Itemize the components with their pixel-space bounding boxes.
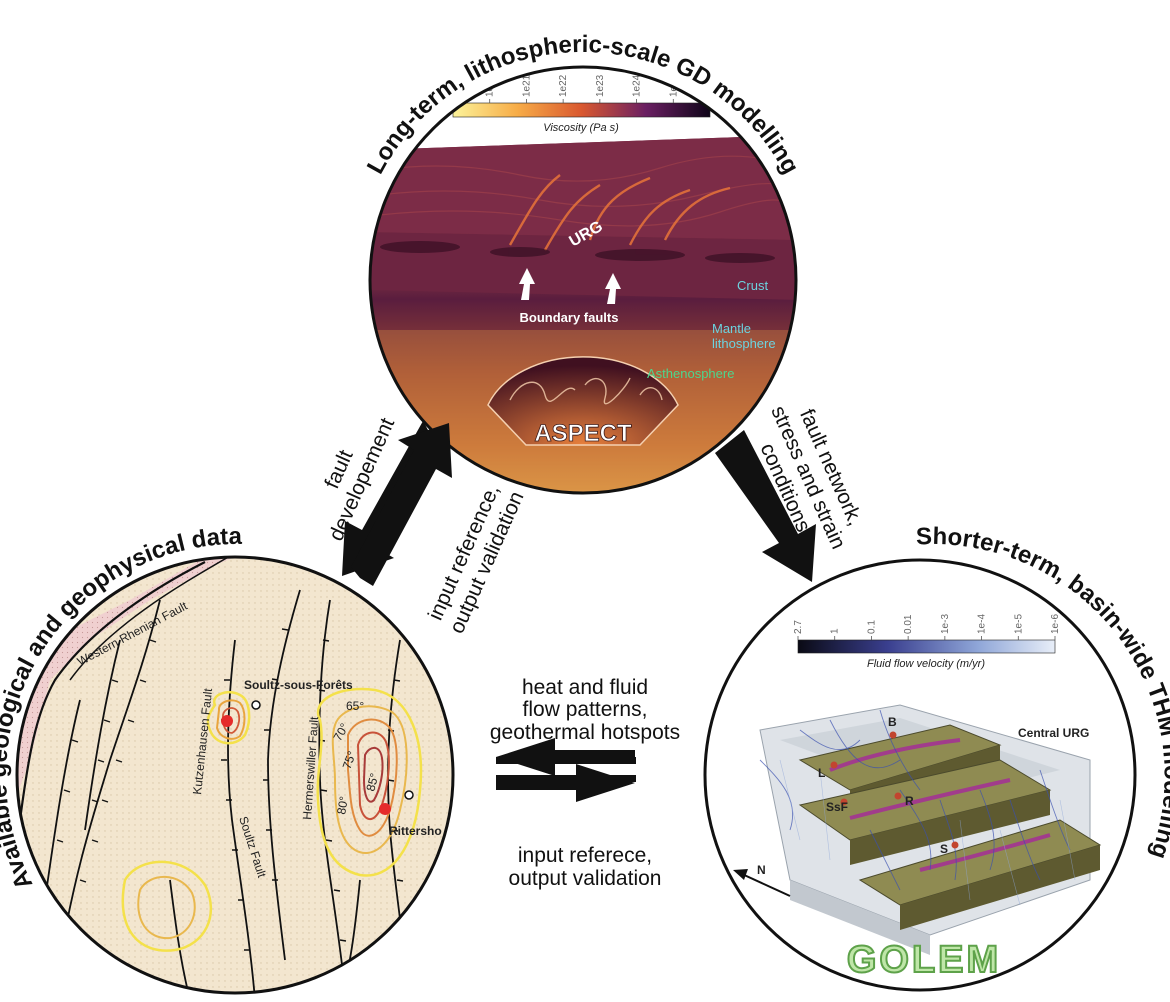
svg-text:input referece,: input referece,	[518, 844, 652, 867]
flow-colorbar	[797, 639, 1056, 654]
viscosity-colorbar	[452, 102, 711, 118]
right-panel: 2.7 1 0.1 0.01 1e-3 1e-4 1e-5 1e-6 Fluid flow v…	[703, 523, 1170, 992]
town-marker	[404, 790, 414, 800]
site-markers	[830, 731, 959, 849]
left-panel-circle	[15, 555, 455, 995]
well-marker	[221, 715, 233, 727]
crust-label: Crust	[737, 278, 768, 293]
svg-text:flow patterns,: flow patterns,	[523, 698, 648, 721]
right-panel-circle	[703, 558, 1137, 992]
rittershoffen-town-label: Rittersho	[389, 824, 442, 838]
golem-logo: GOLEM	[847, 939, 1001, 981]
viscosity-tick-label: 1e23	[595, 74, 606, 97]
svg-text:80°: 80°	[334, 795, 351, 816]
arrow-left-up	[351, 423, 452, 586]
boundary-fault-arrows	[519, 268, 621, 304]
point-label-r: R	[905, 794, 914, 808]
point-label-l: L	[818, 766, 825, 780]
basin-model-blocks	[759, 704, 1102, 955]
lithosphere-label: lithosphere	[712, 336, 776, 351]
svg-text:85°: 85°	[363, 771, 381, 792]
arrow-bottom-left	[496, 738, 636, 776]
flow-tick-label: 0.01	[903, 614, 914, 634]
isotherm-contours	[121, 687, 423, 952]
central-urg-label: Central URG	[1018, 726, 1089, 740]
boundary-faults-label: Boundary faults	[520, 310, 619, 325]
mantle-label: Mantle	[712, 321, 751, 336]
input-reference-label: input reference, output validation	[424, 481, 529, 637]
svg-text:geothermal hotspots: geothermal hotspots	[490, 721, 680, 744]
svg-text:65°: 65°	[346, 699, 364, 713]
svg-text:heat and fluid: heat and fluid	[522, 676, 648, 699]
arrow-bottom-right	[496, 764, 636, 802]
soultz-town-label: Soultz-sous-Forêts	[244, 678, 353, 692]
svg-text:75°: 75°	[340, 749, 359, 771]
viscosity-colorbar-label: Viscosity (Pa s)	[543, 122, 619, 134]
point-label-b: B	[888, 715, 897, 729]
flow-streamlines	[759, 709, 1071, 891]
heat-fluid-label: heat and fluid flow patterns, geothermal…	[490, 676, 680, 744]
flow-tick-label: 1	[830, 628, 841, 634]
flow-colorbar-label: Fluid flow velocity (m/yr)	[867, 658, 985, 670]
aspect-logo: ASPECT	[534, 420, 632, 447]
flow-tick-label: 2.7	[793, 620, 804, 634]
well-marker	[379, 803, 391, 815]
viscosity-tick-label: 1e24	[632, 74, 643, 97]
flow-tick-label: 0.1	[866, 620, 877, 634]
point-label-ssf: SsF	[826, 800, 848, 814]
flow-tick-label: 1e-5	[1013, 614, 1024, 634]
left-panel: Western Rhenian Fault	[0, 523, 455, 995]
top-panel-circle	[368, 65, 798, 495]
flow-tick-label: 1e-3	[940, 614, 951, 634]
arrow-right-down	[715, 430, 816, 582]
isotherm-labels: 65° 70° 75° 80° 85°	[330, 699, 381, 816]
flow-tick-label: 1e-6	[1050, 614, 1061, 634]
flow-colorbar-ticks: 2.7 1 0.1 0.01 1e-3 1e-4 1e-5 1e-6	[793, 614, 1061, 640]
input-referece-label: input referece, output validation	[509, 844, 662, 890]
svg-text:N: N	[757, 863, 766, 877]
flow-tick-label: 1e-4	[977, 614, 988, 634]
north-arrow-icon: N	[733, 863, 791, 897]
asthenosphere-label: Asthenosphere	[647, 366, 734, 381]
viscosity-tick-label: 1e22	[558, 74, 569, 97]
svg-text:output validation: output validation	[509, 867, 662, 890]
point-label-s: S	[940, 842, 948, 856]
viscosity-tick-label: 1e21	[521, 74, 532, 97]
town-marker	[251, 700, 261, 710]
